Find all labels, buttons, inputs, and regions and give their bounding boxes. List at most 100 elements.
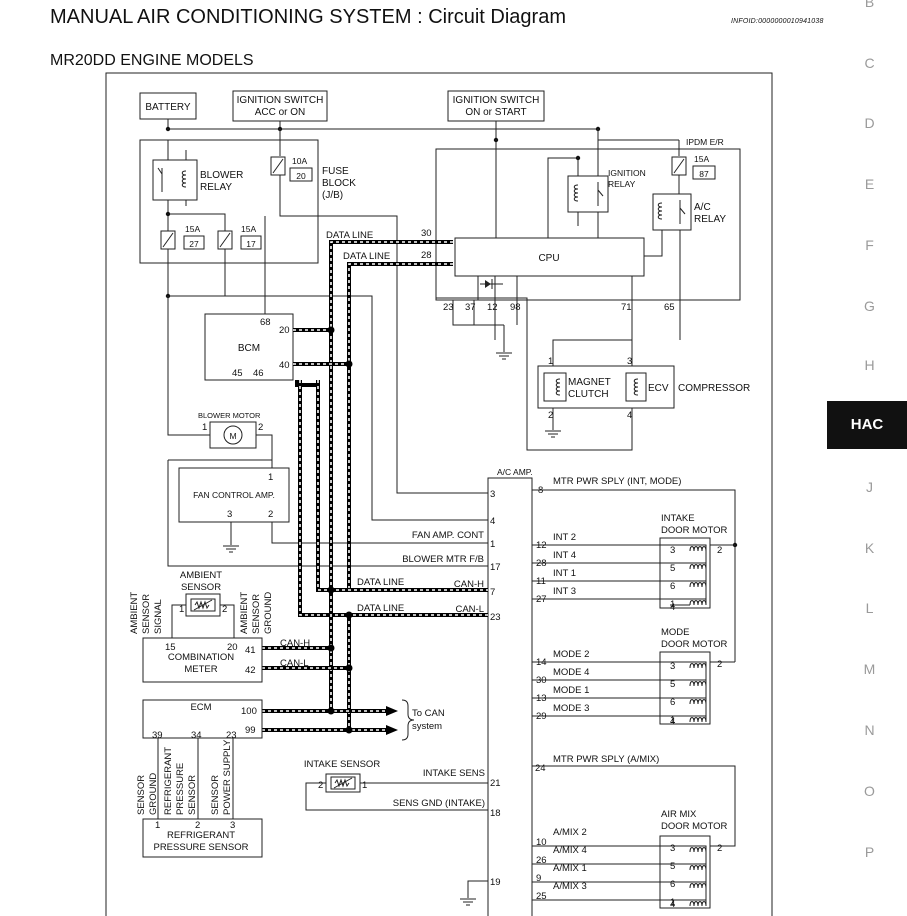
mode-pin-2: 2: [717, 659, 722, 670]
blower-relay-label-1: BLOWER: [200, 170, 243, 181]
bcm-pin-68: 68: [260, 317, 271, 328]
refrigerant-pressure-sensor-signal-label: REFRIGERANT PRESSURE SENSOR: [163, 747, 198, 815]
mode-door-motor: [659, 651, 711, 725]
section-tab-p[interactable]: P: [864, 844, 875, 860]
ecm-pin-100: 100: [241, 706, 257, 717]
bm-pin-2: 2: [258, 422, 263, 433]
ac-relay-label-2: RELAY: [694, 214, 726, 225]
section-tab-n[interactable]: N: [864, 722, 875, 738]
intake-rows: INT 2 12 3 INT 4 28 5 INT 1 11 6 INT 3 2…: [532, 532, 707, 610]
svg-text:M: M: [229, 431, 236, 441]
section-tab-b[interactable]: B: [864, 0, 875, 10]
data-line-2-label: DATA LINE: [343, 251, 390, 262]
data-line-h-label: DATA LINE: [357, 577, 404, 588]
page-subtitle: MR20DD ENGINE MODELS: [50, 52, 254, 69]
amix-mpin-5: 5: [670, 861, 675, 872]
mode-mpin-5: 5: [670, 679, 675, 690]
amp-pin-28: 28: [536, 558, 547, 569]
combo-pin-15: 15: [165, 642, 176, 653]
combination-meter-label-1: COMBINATION: [168, 652, 234, 663]
section-tab-d[interactable]: D: [864, 115, 875, 131]
section-index: B C D E F G H HAC J K L M N O P: [827, 0, 907, 916]
amp-pin-24: 24: [535, 763, 546, 774]
section-tab-f[interactable]: F: [865, 237, 874, 253]
svg-text:AMBIENT: AMBIENT: [239, 592, 250, 634]
section-tab-h[interactable]: H: [864, 357, 875, 373]
ecm-label: ECM: [190, 702, 211, 713]
ecm-pin-34: 34: [191, 730, 202, 741]
fuse-27-label: 27: [189, 239, 199, 249]
combination-meter: [142, 637, 263, 683]
ipdm-pin-65: 65: [664, 302, 675, 313]
amp-pin-1: 1: [490, 539, 495, 550]
sensor-power-supply-label: SENSOR POWER SUPPLY: [210, 739, 233, 815]
mode-2-label: MODE 2: [553, 649, 589, 660]
ipdm-pin-23: 23: [443, 302, 454, 313]
section-tab-m[interactable]: M: [863, 661, 876, 677]
ign-relay-label-2: RELAY: [608, 179, 636, 189]
ref-sensor-label-1: REFRIGERANT: [167, 830, 235, 841]
ambient-sensor-ground-label: AMBIENT SENSOR GROUND: [239, 592, 274, 634]
amix-pin-2: 2: [717, 843, 722, 854]
fuse-10a-label: 10A: [292, 156, 307, 166]
svg-text:GROUND: GROUND: [263, 592, 274, 634]
amix-pin-4-label: 4: [670, 899, 675, 910]
bm-pin-1: 1: [202, 422, 207, 433]
fuse-15a-a-label: 15A: [185, 224, 200, 234]
int-3-label: INT 3: [553, 586, 576, 597]
amp-pin-9: 9: [536, 873, 541, 884]
intake-sens-label: INTAKE SENS: [423, 768, 485, 779]
svg-text:GROUND: GROUND: [148, 773, 159, 815]
can-h-label: CAN-H: [280, 638, 310, 649]
comp-pin-2: 2: [548, 410, 553, 421]
combo-pin-41: 41: [245, 645, 256, 656]
amp-pin-4: 4: [490, 516, 495, 527]
data-line-1-label: DATA LINE: [326, 230, 373, 241]
section-tab-hac[interactable]: HAC: [827, 401, 907, 449]
ac-relay-label-1: A/C: [694, 202, 711, 213]
ambient-sensor-signal-label: AMBIENT SENSOR SIGNAL: [129, 592, 164, 634]
fuse-block-label-2: BLOCK: [322, 178, 356, 189]
svg-text:SENSOR: SENSOR: [136, 775, 147, 815]
amp-can-l-label: CAN-L: [455, 604, 484, 615]
mtr-pwr-label: MTR PWR SPLY (INT, MODE): [553, 476, 681, 487]
bcm-pin-46: 46: [253, 368, 264, 379]
svg-text:SENSOR: SENSOR: [141, 594, 152, 634]
amp-pin-25: 25: [536, 891, 547, 902]
amp-pin-11: 11: [536, 576, 546, 587]
magnet-clutch-label-1: MAGNET: [568, 377, 611, 388]
int-mpin-1: 1: [670, 599, 675, 610]
can-l-label: CAN-L: [280, 658, 309, 669]
fan-pin-1: 1: [268, 472, 273, 483]
info-id: INFOID:0000000010941038: [731, 18, 824, 25]
ecv-label: ECV: [648, 383, 669, 394]
mode-rows: MODE 2 14 3 MODE 4 30 5 MODE 1 13 6 MODE…: [532, 649, 707, 726]
section-tab-o[interactable]: O: [864, 783, 875, 799]
combination-meter-label-2: METER: [184, 664, 217, 675]
fan-amp-cont-label: FAN AMP. CONT: [412, 530, 484, 541]
section-tab-c[interactable]: C: [864, 55, 875, 71]
mode-1-label: MODE 1: [553, 685, 589, 696]
ipdm-pin-12: 12: [487, 302, 498, 313]
fan-control-amp: [178, 467, 290, 523]
section-tab-k[interactable]: K: [864, 540, 875, 556]
section-tab-g[interactable]: G: [864, 298, 875, 314]
sensor-ground-label: SENSOR GROUND: [136, 773, 159, 815]
svg-text:REFRIGERANT: REFRIGERANT: [163, 747, 174, 815]
fuse-15a-c-label: 15A: [694, 154, 709, 164]
section-tab-e[interactable]: E: [864, 176, 875, 192]
ac-amp-label: A/C AMP.: [497, 467, 533, 477]
cpu-box: [454, 237, 645, 277]
bcm-pin-45: 45: [232, 368, 243, 379]
amix-mpin-3: 3: [670, 843, 675, 854]
comp-pin-1: 1: [548, 356, 553, 367]
section-tab-j[interactable]: J: [866, 479, 873, 495]
int-2-label: INT 2: [553, 532, 576, 543]
ign-start-label-1: IGNITION SWITCH: [453, 95, 540, 106]
mode-mpin-1: 1: [670, 715, 675, 726]
section-tab-l[interactable]: L: [865, 600, 874, 616]
amix-1-label: A/MIX 1: [553, 863, 587, 874]
mtr-amix-label: MTR PWR SPLY (A/MIX): [553, 754, 659, 765]
intake-door-label-1: INTAKE: [661, 513, 695, 524]
